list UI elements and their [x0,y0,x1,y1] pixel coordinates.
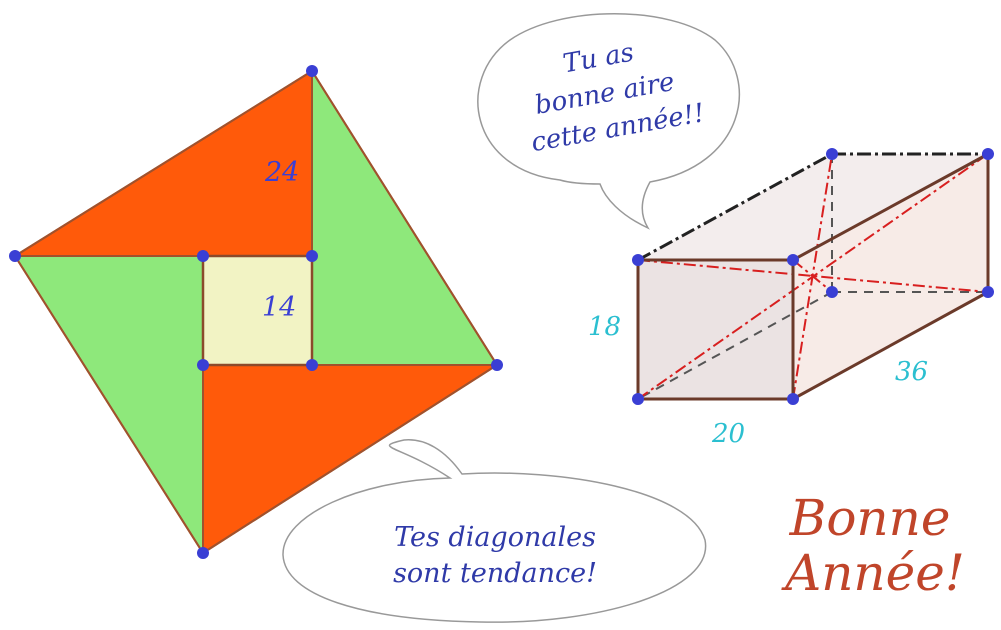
bubble-bottom-line-2: sont tendance! [393,558,597,589]
vertex-point [306,359,318,371]
box-diagonals [637,153,989,400]
inner-square [201,254,314,367]
box-visible-edges [636,152,990,401]
bubble-shape [477,13,741,230]
greeting-line-1: Bonne [789,489,951,547]
speech-bubble-top: Tu as bonne aire cette année!! [477,13,741,230]
box-right-face [793,154,988,399]
vertex-point [197,547,209,559]
box-front-face [638,260,793,399]
box-figure: 18 20 36 [588,148,994,449]
vertex-point [787,254,799,266]
vertex-point [197,359,209,371]
vertex-point [632,393,644,405]
greeting-line-2: Année! [781,544,965,602]
vertex-point [982,286,994,298]
square-vertices [9,65,503,559]
vertex-point [197,250,209,262]
bubble-bottom-line-1: Tes diagonales [394,522,596,553]
label-14: 14 [262,292,296,323]
box-top-face [638,154,988,260]
vertex-point [787,393,799,405]
greeting: Bonne Année! [781,489,965,602]
vertex-point [306,65,318,77]
speech-bubble-bottom: Tes diagonales sont tendance! [282,439,707,623]
label-18: 18 [588,312,621,342]
label-24: 24 [264,157,299,188]
bubble-shape [282,439,707,623]
square-figure: 24 14 [9,65,503,559]
box-top-edges [637,152,988,262]
vertex-point [826,148,838,160]
vertex-point [9,250,21,262]
vertex-point [982,148,994,160]
vertex-point [826,286,838,298]
label-20: 20 [711,419,745,449]
box-vertices [632,148,994,405]
vertex-point [632,254,644,266]
box-hidden-edges [637,154,988,400]
vertex-point [306,250,318,262]
vertex-point [491,359,503,371]
label-36: 36 [895,357,928,387]
